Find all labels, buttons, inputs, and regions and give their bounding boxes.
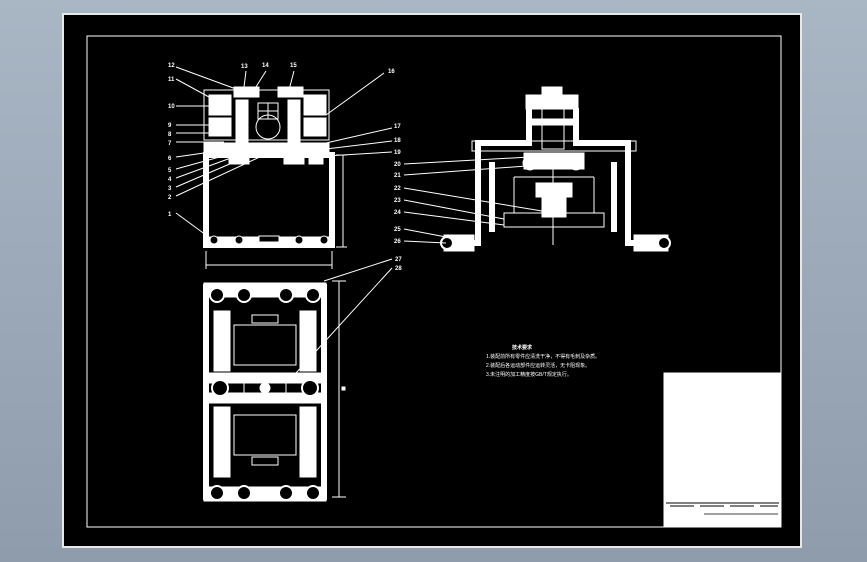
callout-18: 18 xyxy=(394,138,401,144)
top-view xyxy=(203,280,346,502)
callout-22: 22 xyxy=(394,186,401,192)
callout-2: 2 xyxy=(168,195,172,201)
callout-1: 1 xyxy=(168,212,172,218)
callout-28: 28 xyxy=(395,266,402,272)
callout-25: 25 xyxy=(394,227,401,233)
callout-10: 10 xyxy=(168,104,175,110)
note-line-3: 3.未注明的加工精度按GB/T规定执行。 xyxy=(486,371,572,378)
callout-17: 17 xyxy=(394,124,401,130)
callout-3: 3 xyxy=(168,186,172,192)
technical-notes: 技术要求 1.装配前所有零件应清洗干净，不得有毛刺及杂质。 2.装配后各运动部件… xyxy=(486,344,600,378)
notes-title: 技术要求 xyxy=(512,344,533,351)
callout-12: 12 xyxy=(168,63,175,69)
note-line-1: 1.装配前所有零件应清洗干净，不得有毛刺及杂质。 xyxy=(486,353,600,360)
note-line-2: 2.装配后各运动部件应运转灵活，无卡阻现象。 xyxy=(486,362,590,369)
callout-15: 15 xyxy=(290,63,297,69)
callout-8: 8 xyxy=(168,132,172,138)
callout-19: 19 xyxy=(394,150,401,156)
callout-21: 21 xyxy=(394,173,401,179)
title-block xyxy=(663,372,782,528)
right-callouts-front: 16 17 18 19 xyxy=(325,69,401,157)
cad-drawing: 12 11 10 9 8 7 6 5 4 3 2 1 13 14 15 16 xyxy=(86,35,782,528)
top-callouts: 13 14 15 xyxy=(241,63,297,91)
callout-13: 13 xyxy=(241,64,248,70)
callout-20: 20 xyxy=(394,162,401,168)
callout-5: 5 xyxy=(168,168,172,174)
side-view xyxy=(440,86,671,252)
front-view xyxy=(203,86,347,269)
callout-7: 7 xyxy=(168,141,172,147)
callout-23: 23 xyxy=(394,198,401,204)
left-callouts: 12 11 10 9 8 7 6 5 4 3 2 1 xyxy=(168,63,265,236)
drawing-sheet: 12 11 10 9 8 7 6 5 4 3 2 1 13 14 15 16 xyxy=(62,13,802,548)
callout-24: 24 xyxy=(394,210,401,216)
callout-16: 16 xyxy=(388,69,395,75)
callout-6: 6 xyxy=(168,156,172,162)
drawing-frame xyxy=(86,35,782,528)
callout-11: 11 xyxy=(168,77,175,83)
callout-14: 14 xyxy=(262,63,269,69)
bottom-callouts: 27 28 xyxy=(295,257,402,374)
callout-26: 26 xyxy=(394,239,401,245)
callout-4: 4 xyxy=(168,177,172,183)
right-callouts-side: 20 21 22 23 24 25 26 xyxy=(394,156,543,245)
callout-9: 9 xyxy=(168,123,172,129)
callout-27: 27 xyxy=(395,257,402,263)
